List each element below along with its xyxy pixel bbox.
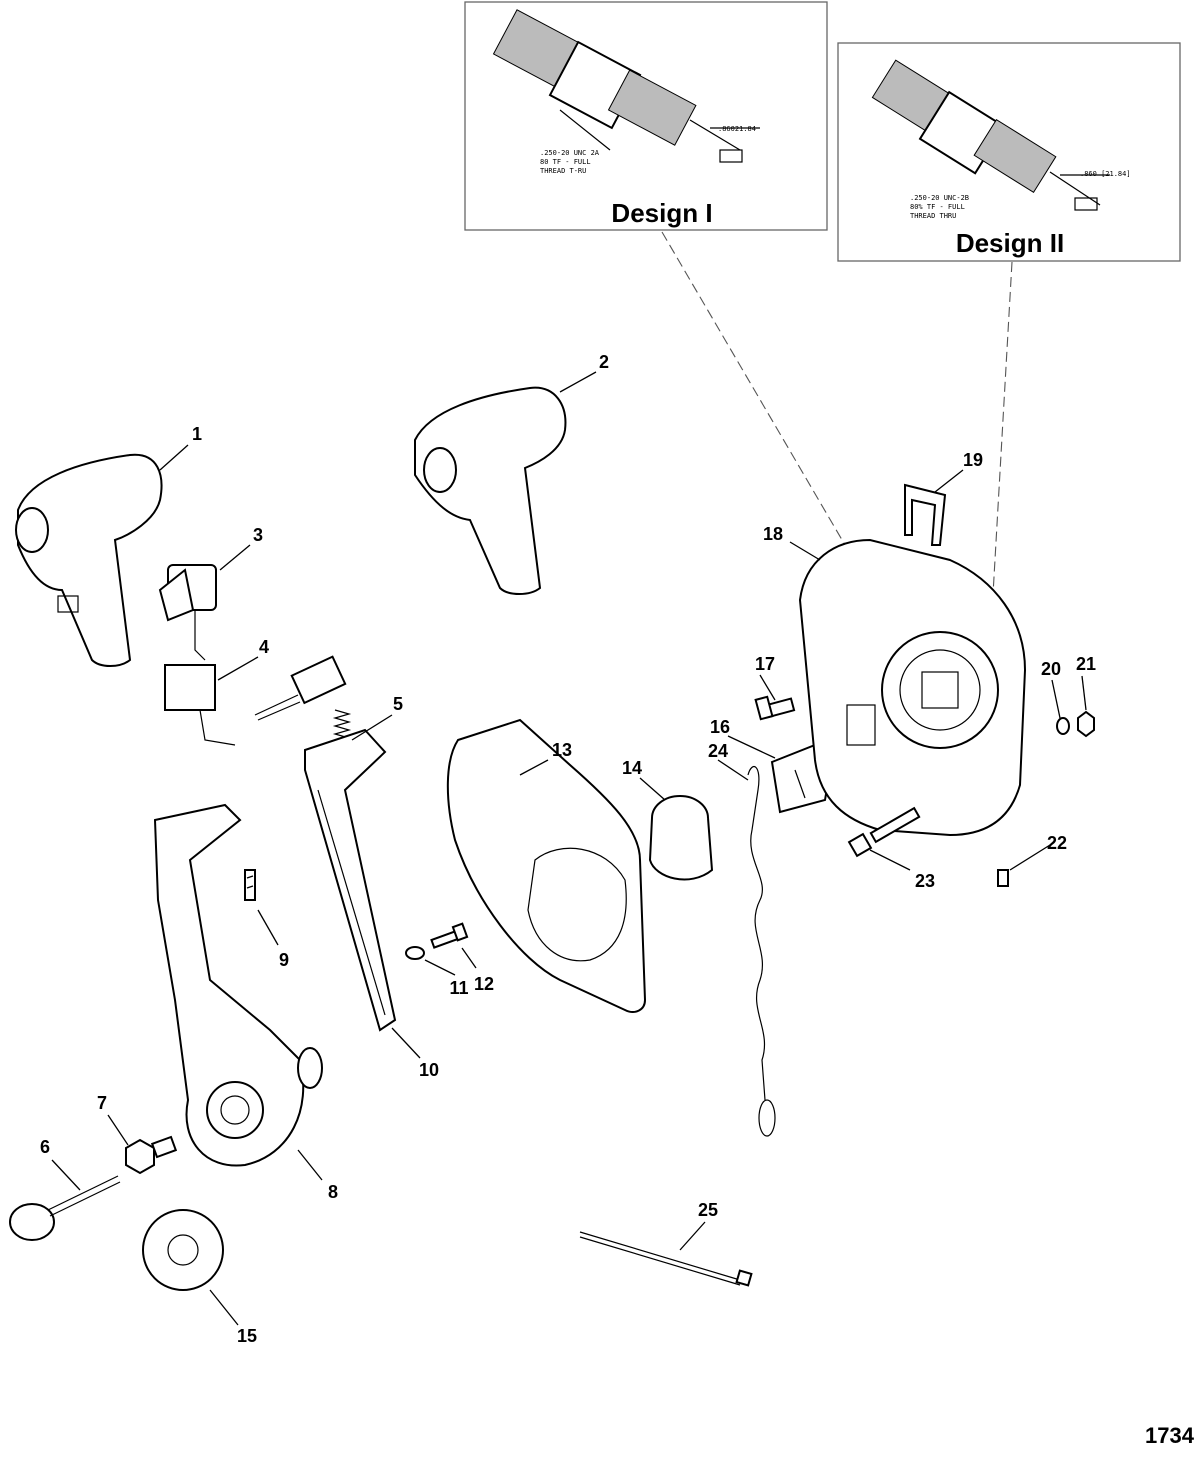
part-4-connector — [164, 655, 347, 746]
callout-labels: 1 2 3 4 5 6 7 8 9 10 11 12 13 14 15 16 1… — [40, 352, 1096, 1346]
part-15-washer — [142, 1209, 224, 1291]
part-12-screw — [430, 922, 469, 949]
part-13-cover-plate — [446, 718, 647, 1013]
callout-23: 23 — [915, 871, 935, 891]
part-3-switch — [158, 564, 217, 661]
part-25-cable-tie — [579, 1231, 753, 1287]
inset-design-1-title: Design I — [611, 198, 712, 228]
part-1-handle — [15, 453, 163, 667]
part-18-housing — [798, 538, 1027, 837]
part-6-knob — [9, 1175, 121, 1241]
part-19-clip — [904, 483, 947, 546]
callout-11: 11 — [449, 978, 468, 998]
inset-design-1-note-1: .250-20 UNC 2A — [540, 149, 600, 157]
callout-9: 9 — [279, 950, 289, 970]
leader-lines — [51, 371, 1087, 1326]
part-21-nut — [1077, 710, 1095, 738]
callout-12: 12 — [474, 974, 494, 994]
callout-3: 3 — [253, 525, 263, 545]
part-9-screw — [244, 869, 256, 901]
part-17-bolt — [754, 695, 796, 721]
part-23-bolt — [847, 806, 921, 858]
inset-design-1: .86021.84 .250-20 UNC 2A 80 TF - FULL TH… — [464, 1, 828, 231]
callout-18: 18 — [763, 524, 783, 544]
callout-24: 24 — [708, 741, 728, 761]
callout-16: 16 — [710, 717, 730, 737]
part-2-handle — [414, 386, 567, 595]
inset-design-1-dimension: .86021.84 — [718, 125, 756, 133]
reference-line-design-1 — [661, 231, 846, 546]
part-14-bushing — [648, 795, 714, 881]
inset-design-1-note-2: 80 TF - FULL — [540, 158, 591, 166]
inset-design-2-note-2: 80% TF - FULL — [910, 203, 965, 211]
figure-number: 1734 — [1145, 1423, 1194, 1448]
callout-8: 8 — [328, 1182, 338, 1202]
callout-7: 7 — [97, 1093, 107, 1113]
part-7-nut — [125, 1135, 178, 1175]
part-11-washer — [405, 946, 425, 960]
inset-design-2-title: Design II — [956, 228, 1064, 258]
part-24-lanyard — [747, 765, 776, 1137]
reference-line-design-2 — [991, 261, 1013, 613]
callout-25: 25 — [698, 1200, 718, 1220]
callout-6: 6 — [40, 1137, 50, 1157]
inset-design-2-note-3: THREAD THRU — [910, 212, 956, 220]
callout-4: 4 — [259, 637, 269, 657]
callout-22: 22 — [1047, 833, 1067, 853]
part-22-set-screw — [997, 869, 1009, 887]
inset-design-2-dimension: .860 [21.84] — [1080, 170, 1131, 178]
inset-design-1-drawing — [492, 9, 760, 163]
callout-2: 2 — [599, 352, 609, 372]
callout-14: 14 — [622, 758, 642, 778]
callout-19: 19 — [963, 450, 983, 470]
inset-design-2-note-1: .250-20 UNC-2B — [910, 194, 969, 202]
part-20-washer — [1056, 717, 1070, 735]
inset-design-2: .860 [21.84] .250-20 UNC-2B 80% TF - FUL… — [837, 42, 1181, 262]
callout-15: 15 — [237, 1326, 257, 1346]
callout-5: 5 — [393, 694, 403, 714]
callout-21: 21 — [1076, 654, 1096, 674]
callout-17: 17 — [755, 654, 775, 674]
callout-10: 10 — [419, 1060, 439, 1080]
part-10-bracket — [304, 728, 397, 1032]
inset-design-1-note-3: THREAD T-RU — [540, 167, 586, 175]
inset-design-2-drawing — [871, 59, 1110, 211]
callout-1: 1 — [192, 424, 202, 444]
callout-20: 20 — [1041, 659, 1061, 679]
part-8-lever-arm — [153, 803, 323, 1167]
callout-13: 13 — [552, 740, 572, 760]
